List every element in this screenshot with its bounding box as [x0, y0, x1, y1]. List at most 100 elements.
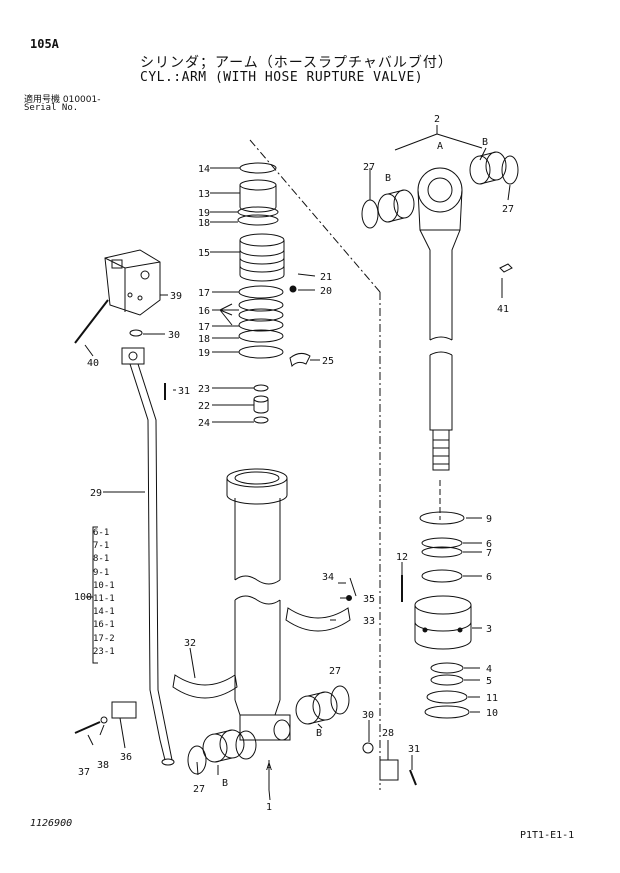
group-member: 11-1 [93, 594, 115, 605]
callout-23: 23 [198, 384, 210, 395]
part-32-clamp [172, 674, 238, 699]
callout-38: 38 [97, 760, 109, 771]
group-member: 9-1 [93, 567, 110, 578]
part-b-bushing-upper-left [377, 189, 415, 223]
part-14-ring [239, 162, 277, 174]
callout-9: 9 [486, 514, 492, 525]
callout-31-lower: 31 [408, 744, 420, 755]
callout-16: 16 [198, 306, 210, 317]
part-18-ring [237, 214, 279, 226]
serial-label-english: Serial No. [24, 103, 79, 113]
callout-36: 36 [120, 752, 132, 763]
callout-b-upper-right: B [482, 137, 488, 148]
callout-17-lower: 17 [198, 322, 210, 333]
part-15-piston [239, 233, 285, 282]
part-28-flange [379, 759, 399, 781]
page-number: 105A [30, 37, 59, 51]
part-24-ring [253, 416, 269, 424]
group-member: 7-1 [93, 541, 110, 552]
figure-code: P1T1-E1-1 [520, 830, 575, 841]
callout-19-lower: 19 [198, 348, 210, 359]
part-25-clamp [289, 352, 311, 367]
part-33-clamp [285, 607, 351, 632]
group-member: 23-1 [93, 646, 115, 657]
callout-a-lower: A [266, 762, 272, 773]
part-22-bushing [253, 395, 269, 414]
callout-15: 15 [198, 248, 210, 259]
group-member: 8-1 [93, 554, 110, 565]
callout-30-lower: 30 [362, 710, 374, 721]
callout-18-upper: 18 [198, 218, 210, 229]
serial-label-japanese: 適用号機 010001- [24, 95, 101, 105]
part-38-washer [100, 716, 108, 724]
part-11-ring [426, 690, 468, 704]
callout-11: 11 [486, 693, 498, 704]
part-6-ring [421, 537, 463, 549]
callout-34: 34 [322, 572, 334, 583]
callout-6-lower: 6 [486, 572, 492, 583]
part-30-o-ring-lower [362, 742, 374, 754]
callout-10: 10 [486, 708, 498, 719]
part-b-bushing-lower-left [202, 729, 245, 763]
callout-3: 3 [486, 624, 492, 635]
group-member: 14-1 [93, 607, 115, 618]
callout-30-upper: 30 [168, 330, 180, 341]
callout-13: 13 [198, 189, 210, 200]
callout-32: 32 [184, 638, 196, 649]
part-40-bolt [74, 299, 109, 344]
part-27-ring-upper-right [501, 155, 519, 185]
callout-4: 4 [486, 664, 492, 675]
drawing-number: 1126900 [30, 818, 73, 829]
part-20-nut [289, 285, 297, 293]
part-35-nut [346, 595, 352, 601]
callout-2: 2 [434, 114, 440, 125]
callout-39: 39 [170, 291, 182, 302]
callout-12: 12 [396, 552, 408, 563]
callout-14: 14 [198, 164, 210, 175]
callout-41: 41 [497, 304, 509, 315]
callout-20: 20 [320, 286, 332, 297]
callout-22: 22 [198, 401, 210, 412]
part-3-cylinder-head [414, 595, 472, 650]
callout-21: 21 [320, 272, 332, 283]
callout-b-lower-left: B [222, 778, 228, 789]
callout-27-upper-right: 27 [502, 204, 514, 215]
assembly-axis-line [249, 139, 381, 293]
part-30-o-ring-upper [129, 329, 143, 337]
part-1-cylinder-tube [226, 468, 291, 790]
part-2-piston-rod [417, 167, 463, 471]
callout-5: 5 [486, 676, 492, 687]
callout-40: 40 [87, 358, 99, 369]
part-31-bolt-lower [409, 769, 417, 786]
callout-28: 28 [382, 728, 394, 739]
part-39-hose-rupture-valve [104, 249, 161, 316]
title-english: CYL.:ARM (WITH HOSE RUPTURE VALVE) [140, 70, 424, 85]
part-5-ring [430, 674, 464, 686]
group-100-label: 100 [74, 592, 93, 603]
part-29-pipe [121, 347, 175, 766]
part-10-ring [424, 705, 470, 719]
part-23-ring [253, 384, 269, 392]
callout-17-upper: 17 [198, 288, 210, 299]
callout-7: 7 [486, 548, 492, 559]
group-member: 6-1 [93, 528, 110, 538]
callout-35: 35 [363, 594, 375, 605]
group-member: 16-1 [93, 620, 115, 631]
part-41-grease-fitting [499, 263, 513, 273]
callout-33: 33 [363, 616, 375, 627]
part-9-ring [419, 511, 465, 525]
part-4-ring [430, 662, 464, 674]
group-member: 10-1 [93, 580, 115, 591]
group-member: 17-2 [93, 633, 115, 644]
part-7-ring [421, 546, 463, 558]
callout-25: 25 [322, 356, 334, 367]
callout-6-upper: 6 [486, 539, 492, 550]
title-japanese: シリンダ；アーム（ホースラプチャバルブ付） [140, 55, 453, 71]
callout-24: 24 [198, 418, 210, 429]
part-6-ring-lower [421, 569, 463, 583]
part-27-ring-lower-left [187, 745, 207, 775]
callout-18-lower: 18 [198, 334, 210, 345]
callout-27-upper-left: 27 [363, 162, 375, 173]
callout-29: 29 [90, 488, 102, 499]
